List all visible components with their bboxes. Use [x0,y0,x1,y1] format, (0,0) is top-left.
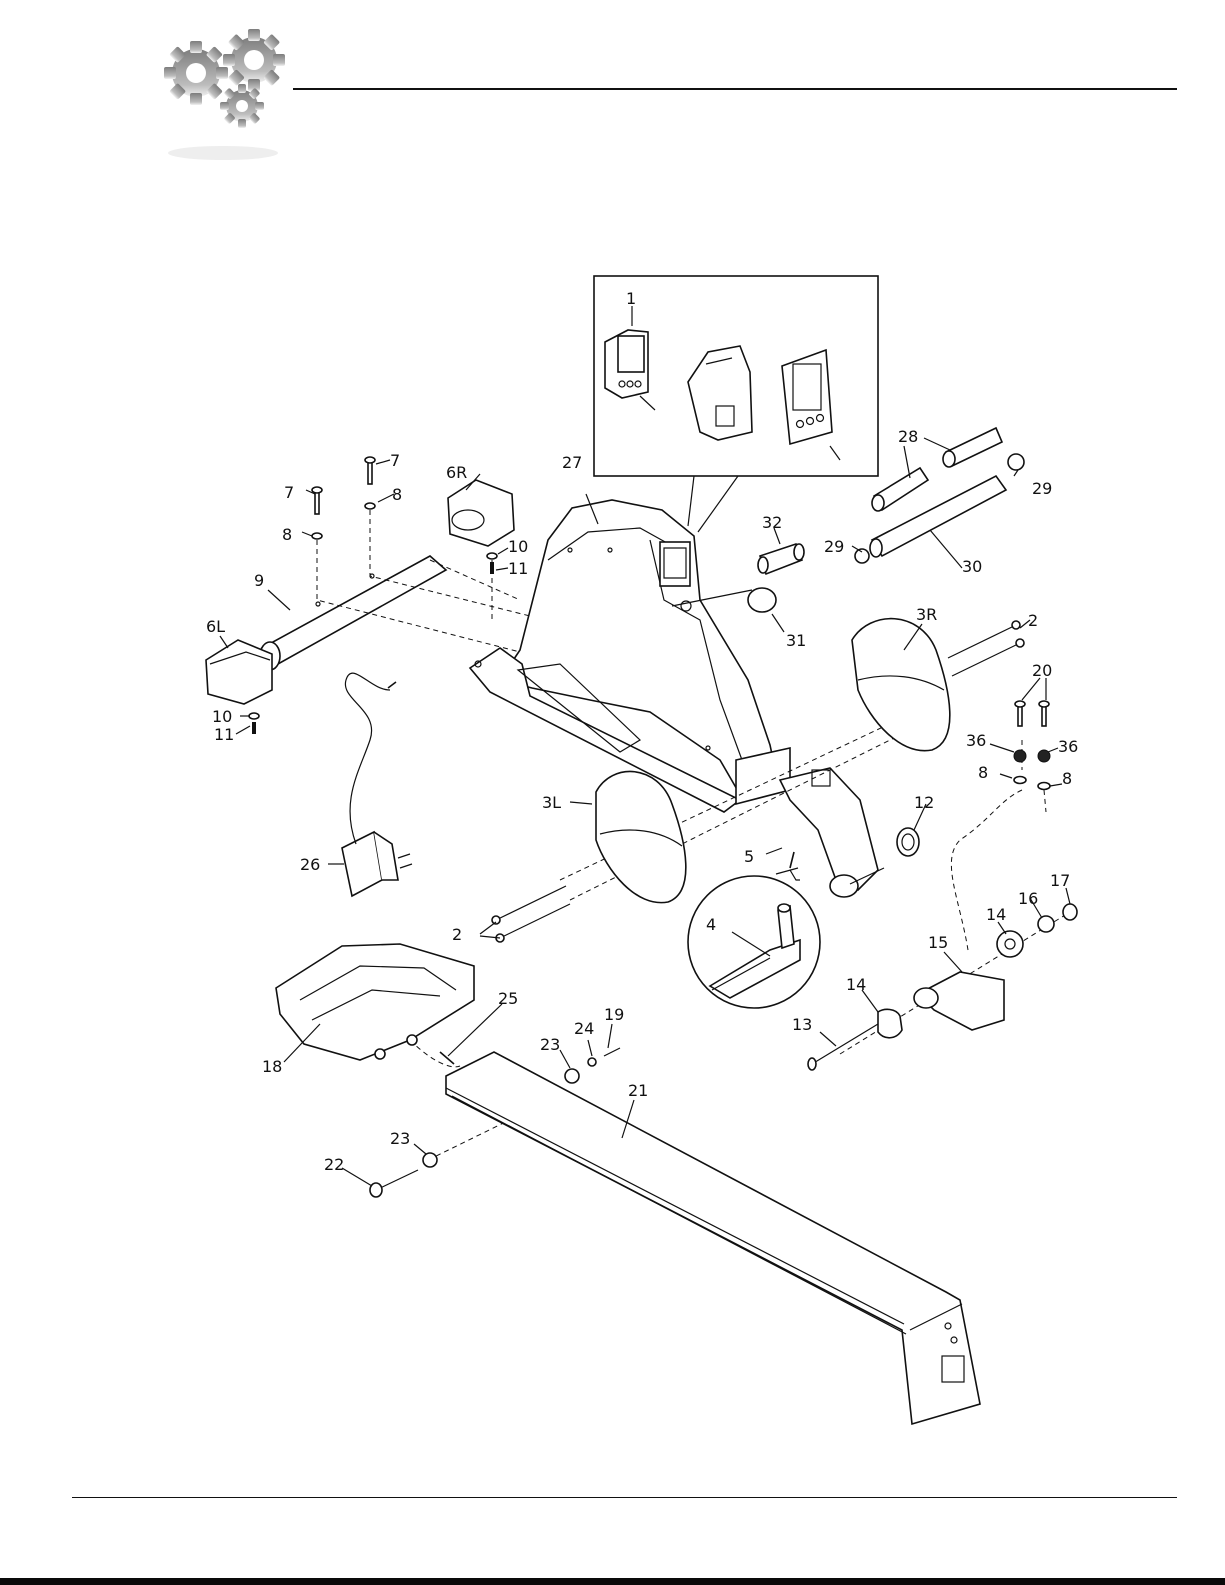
callout-8-left: 8 [282,525,292,544]
callout-21: 21 [628,1081,648,1100]
callout-24: 24 [574,1019,594,1038]
callout-5: 5 [744,847,754,866]
callout-12: 12 [914,793,934,812]
callout-9: 9 [254,571,264,590]
callout-36-left: 36 [966,731,986,750]
grips-part-28-30 [855,428,1024,563]
callout-23-lower: 23 [390,1129,410,1148]
callout-29-right: 29 [1032,479,1052,498]
callout-26: 26 [300,855,320,874]
callout-1: 1 [626,289,636,308]
callout-23-upper: 23 [540,1035,560,1054]
footer-rule [72,1497,1177,1498]
callout-32: 32 [762,513,782,532]
callout-6R: 6R [446,463,467,482]
callout-15: 15 [928,933,948,952]
callout-8-rear-right: 8 [1062,769,1072,788]
sleeve-part-12 [897,828,919,856]
callout-7-left: 7 [284,483,294,502]
callout-6L: 6L [206,617,225,636]
callout-14-upper: 14 [986,905,1006,924]
callout-22: 22 [324,1155,344,1174]
end-cap-6R [448,480,514,546]
callout-36-right: 36 [1058,737,1078,756]
callout-3L: 3L [542,793,561,812]
pedal-3R [852,619,950,751]
bolts-part-20-36 [1014,701,1050,790]
front-stabilizer-part-9 [260,556,446,670]
callout-13: 13 [792,1015,812,1034]
callout-10-left: 10 [212,707,232,726]
callout-20: 20 [1032,661,1052,680]
callout-8-rear-left: 8 [978,763,988,782]
callout-28: 28 [898,427,918,446]
callout-3R: 3R [916,605,937,624]
roller-part-32 [758,544,804,574]
callout-17: 17 [1050,871,1070,890]
callout-30: 30 [962,557,982,576]
callout-31: 31 [786,631,806,650]
monitor-inset-box [594,276,878,532]
callout-2-left: 2 [452,925,462,944]
rail-part-21 [446,1052,980,1424]
end-cap-6L [206,640,272,704]
callout-16: 16 [1018,889,1038,908]
callout-27: 27 [562,453,582,472]
seat-part-18 [276,944,474,1060]
callout-2-right: 2 [1028,611,1038,630]
pedal-axle-bracket [736,748,884,897]
callout-19: 19 [604,1005,624,1024]
callout-29-left: 29 [824,537,844,556]
pedal-3L [596,771,686,902]
callout-11-right: 11 [508,559,528,578]
callout-14-lower: 14 [846,975,866,994]
callout-10-right: 10 [508,537,528,556]
callout-11-left: 11 [214,725,234,744]
callout-7-right: 7 [390,451,400,470]
bottom-bar [0,1578,1225,1585]
power-adapter-part-26 [342,673,412,896]
callout-4: 4 [706,915,716,934]
callout-25: 25 [498,989,518,1008]
callout-18: 18 [262,1057,282,1076]
callout-8-upper: 8 [392,485,402,504]
